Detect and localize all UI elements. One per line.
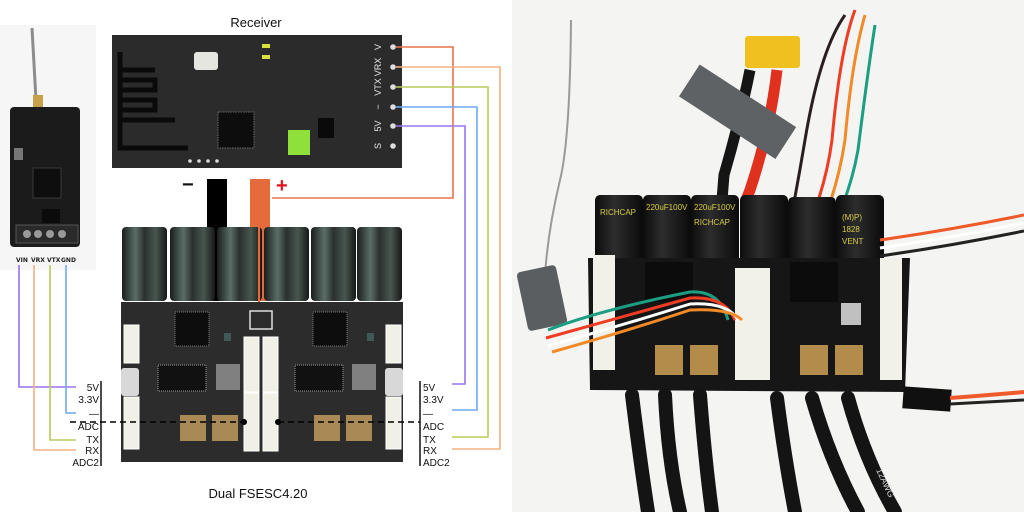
receiver-pin-vtx: VTX [373, 78, 383, 96]
wire-5v [396, 125, 466, 385]
esc-photo: RICHCAP 220uF100V RICHCAP 220uF100V (M)P… [512, 0, 1024, 512]
crystal [194, 52, 218, 70]
wire-vrx-rx [396, 66, 501, 450]
left-port-labels: 5V 3.3V — ADC TX RX ADC2 [72, 381, 102, 469]
pin-label-gnd: GND [61, 257, 76, 264]
port-right-5v: 5V [423, 383, 436, 394]
small-receiver [10, 107, 80, 247]
plus-sign: + [276, 175, 288, 197]
receiver-pin-gnd: − [373, 104, 383, 109]
port-right-tx: TX [423, 435, 436, 446]
port-right-adc: ADC [423, 422, 444, 433]
port-right-adc2: ADC2 [423, 458, 450, 469]
receiver-pin-v: V [373, 44, 383, 50]
port-right-rx: RX [423, 446, 437, 457]
pin-label-vin: VIN [16, 257, 28, 264]
wire-gnd [65, 265, 76, 414]
port-left-gnd: — [89, 409, 99, 420]
minus-sign: − [182, 174, 194, 196]
ufl-connector [33, 95, 43, 109]
port-right-3v3: 3.3V [423, 395, 444, 406]
right-wires [272, 46, 501, 450]
pcb-antenna [117, 52, 188, 151]
small-receiver-pin-labels: VIN VRX VTX GND [16, 257, 76, 264]
xt60-connector [745, 36, 800, 68]
port-left-adc2: ADC2 [72, 458, 99, 469]
esc-capacitors [122, 227, 402, 303]
wire-vrx-rx [33, 265, 76, 451]
receiver-pin-5v: 5V [373, 120, 383, 131]
port-right-gnd: — [423, 409, 433, 420]
current-shunt [679, 64, 797, 159]
pin-label-vrx: VRX [31, 257, 45, 264]
port-left-adc: ADC [78, 422, 99, 433]
small-receiver-antenna [30, 27, 38, 101]
cap-label-1: RICHCAP [600, 208, 636, 217]
cap-label-6: 1828 [842, 225, 860, 234]
receiver-chip [217, 111, 255, 149]
receiver-board [112, 35, 402, 168]
cap-label-3: RICHCAP [694, 218, 730, 227]
port-left-5v: 5V [87, 383, 100, 394]
port-left-3v3: 3.3V [78, 395, 99, 406]
receiver-button [288, 130, 310, 155]
cap-label-5: (M)P) [842, 213, 862, 222]
wire-gnd [396, 106, 478, 411]
cap-label-7: VENT [842, 237, 863, 246]
receiver-pin-s: S [373, 143, 383, 149]
wire-v-plus [272, 46, 454, 199]
receiver-pin-vrx: VRX [373, 58, 383, 77]
esc-board [70, 302, 420, 462]
cap-label-4: 220uF100V [694, 203, 736, 212]
esc-title: Dual FSESC4.20 [209, 486, 308, 501]
port-left-tx: TX [86, 435, 99, 446]
right-port-labels: 5V 3.3V — ADC TX RX ADC2 [419, 381, 450, 469]
receiver-title: Receiver [230, 15, 282, 30]
wire-vin-5v [18, 265, 76, 388]
receiver-pin-labels: V VRX VTX − 5V S [373, 44, 383, 149]
left-wires [18, 265, 76, 451]
port-left-rx: RX [85, 446, 99, 457]
wire-vtx-tx [49, 265, 76, 441]
pin-label-vtx: VTX [47, 257, 61, 264]
cap-label-2: 220uF100V [646, 203, 688, 212]
wire-vtx-tx [396, 86, 489, 438]
